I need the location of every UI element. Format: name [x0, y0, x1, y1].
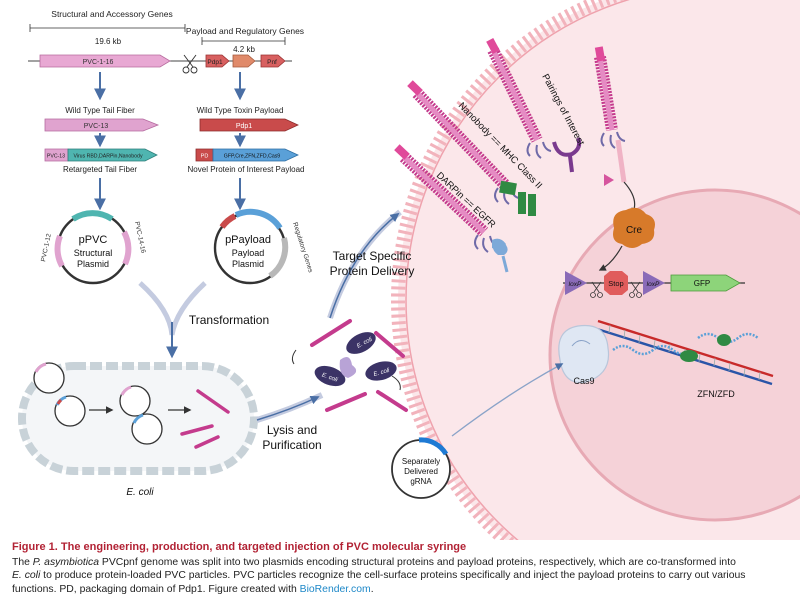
- receptor-egfr: [492, 239, 509, 273]
- pvc-syringe-3: [486, 37, 552, 159]
- ppvc-line1: Structural: [74, 248, 113, 258]
- pnf-gene-label: Pnf: [267, 59, 277, 66]
- novel-payload-label: Novel Protein of Interest Payload: [188, 165, 305, 174]
- pnf-gene-arrow: [260, 54, 286, 68]
- pvc-syringe-4: [594, 46, 627, 183]
- ppayload-name: pPayload: [225, 234, 271, 246]
- lysis-label-1: Lysis and: [267, 423, 317, 437]
- cas9-protein: Cas9: [558, 324, 610, 386]
- bug-label-3: E. coli: [373, 368, 391, 378]
- loxp-left-label: loxP: [569, 281, 582, 288]
- transformation-label: Transformation: [189, 313, 269, 327]
- wild-toxin-label: Wild Type Toxin Payload: [197, 106, 284, 115]
- caption-line-2: E. coli to produce protein-loaded PVC pa…: [12, 569, 792, 583]
- figure-diagram: Structural and Accessory Genes 19.6 kb P…: [18, 0, 800, 540]
- ecoli-cell: E. coli: [18, 362, 258, 498]
- retargeted-tail-fiber-label: Retargeted Tail Fiber: [63, 165, 137, 174]
- pdp1-gene-label: Pdp1: [207, 59, 223, 66]
- pvc-gene-label: PVC-1-16: [83, 59, 114, 66]
- receptor-interest: [552, 137, 582, 173]
- ecoli-label: E. coli: [126, 487, 154, 498]
- structural-genes-size: 19.6 kb: [95, 37, 122, 46]
- structural-genes-header: Structural and Accessory Genes: [51, 9, 172, 19]
- wild-tail-fiber-label: Wild Type Tail Fiber: [65, 106, 135, 115]
- stop-label: Stop: [608, 279, 623, 288]
- pd-part-label: PD: [201, 154, 209, 160]
- retarget-part1: PVC-13: [47, 154, 65, 160]
- cassette-scissors-icon: [590, 281, 603, 298]
- caption-text: .: [370, 583, 374, 595]
- biorender-link[interactable]: BioRender.com: [299, 583, 371, 595]
- caption-text: to produce protein-loaded PVC particles.…: [40, 570, 746, 582]
- ppvc-left-label: PVC-1-12: [40, 233, 53, 263]
- tail-fiber-section: Wild Type Tail Fiber PVC-13 PVC-13 Virus…: [44, 106, 160, 174]
- payload-genes-size: 4.2 kb: [233, 45, 255, 54]
- scissors-icon: [182, 54, 198, 74]
- lysate-cluster: E. coli E. coli E. coli: [291, 319, 408, 412]
- ppayload-line2: Plasmid: [232, 259, 264, 269]
- caption-text: The: [12, 556, 33, 568]
- caption-line-3: functions. PD, packaging domain of Pdp1.…: [12, 583, 792, 597]
- caption-ecoli: E. coli: [12, 570, 41, 582]
- toxin-section: Wild Type Toxin Payload Pdp1 PD GFP,Cre,…: [188, 106, 305, 174]
- caption-text: PVCpnf genome was split into two plasmid…: [99, 556, 736, 568]
- lysis-label-2: Purification: [262, 438, 321, 452]
- pvc-syringe-2: [407, 80, 520, 205]
- goi-part-label: GFP,Cre,ZFN,ZFD,Cas9: [224, 154, 281, 160]
- cassette-scissors-icon-2: [629, 281, 642, 298]
- target-delivery-1: Target Specific: [333, 249, 412, 263]
- ppayload-line1: Payload: [232, 248, 265, 258]
- bug-label-2: E. coli: [321, 372, 339, 383]
- dna-double-strand: [596, 319, 774, 386]
- zfn-label: ZFN/ZFD: [697, 389, 735, 399]
- retarget-part2: Virus RBD,DARPin,Nanobody: [73, 154, 143, 160]
- grna-line1: Separately: [402, 457, 440, 466]
- gfp-label: GFP: [694, 279, 710, 288]
- pvc13-gene-label: PVC-13: [84, 123, 109, 130]
- loxp-right-label: loxP: [647, 281, 660, 288]
- pdp1-gene-arrow: [205, 54, 230, 68]
- ppvc-line2: Plasmid: [77, 259, 109, 269]
- regulatory-genes-label: Regulatory Genes: [291, 221, 314, 274]
- ppayload-plasmid: pPayload Payload Plasmid Regulatory Gene…: [213, 208, 314, 285]
- caption-species: P. asymbiotica: [32, 556, 100, 568]
- gfp-cassette: loxP Stop loxP GFP: [563, 271, 745, 298]
- cre-protein: Cre: [613, 207, 655, 248]
- caption-line-1: The P. asymbiotica PVCpnf genome was spl…: [12, 556, 792, 570]
- grna-plasmid: Separately Delivered gRNA: [391, 437, 451, 499]
- figure-caption: Figure 1. The engineering, production, a…: [12, 541, 792, 596]
- cas9-label: Cas9: [573, 376, 594, 386]
- genome-section: Structural and Accessory Genes 19.6 kb P…: [28, 9, 304, 74]
- ppvc-name: pPVC: [79, 234, 108, 246]
- grna-line2: Delivered: [404, 467, 438, 476]
- target-delivery-2: Protein Delivery: [330, 264, 415, 278]
- receptor-mhc: [518, 192, 536, 216]
- grna-line3: gRNA: [410, 477, 432, 486]
- payload-genes-header: Payload and Regulatory Genes: [186, 26, 304, 36]
- ppvc-right-label: PVC-14-16: [133, 221, 147, 254]
- caption-title: Figure 1. The engineering, production, a…: [12, 541, 467, 553]
- cre-label: Cre: [626, 225, 643, 236]
- pvc-gene-arrow: [39, 54, 171, 68]
- caption-text: functions. PD, packaging domain of Pdp1.…: [12, 583, 300, 595]
- pdp1-toxin-label: Pdp1: [236, 123, 252, 130]
- ppvc-plasmid: pPVC Structural Plasmid PVC-1-12 PVC-14-…: [40, 210, 147, 285]
